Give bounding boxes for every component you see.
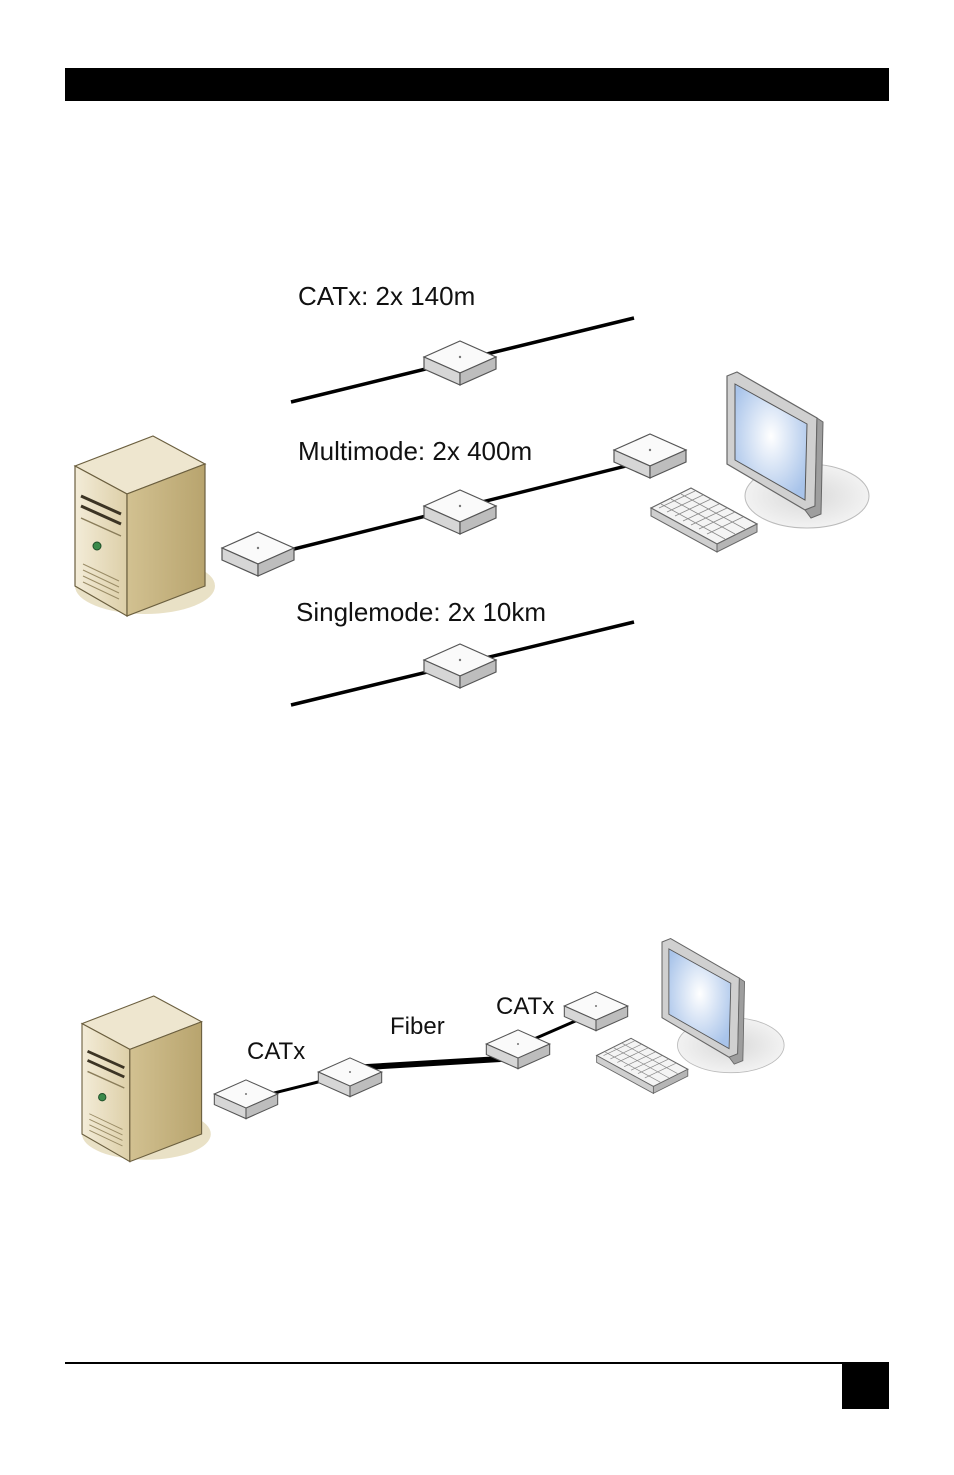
catx-right-label: CATx [496, 993, 554, 1020]
remote-receiver-unit [613, 433, 687, 479]
singlemode-extender [423, 643, 497, 689]
remote-unit-2 [563, 991, 629, 1032]
page-number-box [842, 1362, 889, 1409]
diagram-catx-fiber-catx: CATx Fiber CATx [80, 938, 785, 1163]
fiber-label: Fiber [390, 1013, 445, 1040]
diagram-point-to-point: CATx: 2x 140m Multimode: 2x 400m Singlem… [73, 281, 870, 707]
catx-extender [423, 340, 497, 386]
catx-label: CATx: 2x 140m [298, 281, 475, 311]
header-bar [65, 68, 889, 101]
catx-left-label: CATx [247, 1038, 305, 1065]
local-transmitter-unit [221, 531, 295, 577]
multimode-label: Multimode: 2x 400m [298, 436, 532, 466]
singlemode-label: Singlemode: 2x 10km [296, 597, 546, 627]
fiber-cable [349, 1055, 519, 1071]
local-unit-2 [213, 1079, 279, 1120]
multimode-extender [423, 489, 497, 535]
source-computer-tower [73, 434, 217, 618]
footer-rule [65, 1362, 889, 1364]
source-computer-tower-2 [80, 994, 213, 1163]
